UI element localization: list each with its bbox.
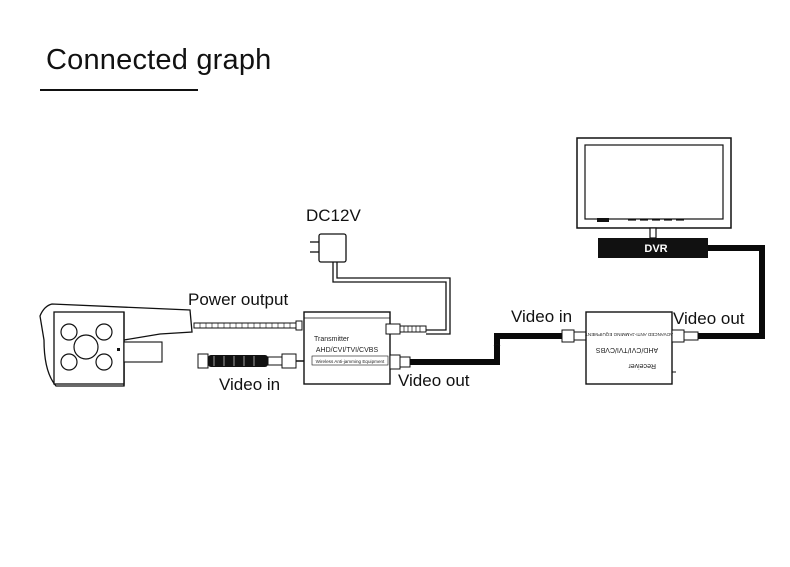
- bullet-camera: [39, 303, 193, 387]
- transmitter-video-out-label: Video out: [398, 371, 470, 390]
- page-title: Connected graph: [46, 44, 272, 76]
- dvr-label: DVR: [644, 243, 667, 255]
- transmitter-formats: AHD/CVI/TVI/CVBS: [316, 347, 379, 354]
- transmitter-subtitle: Wireless Anti-jamming Equipment: [316, 359, 385, 364]
- receiver-video-out-label: Video out: [673, 309, 745, 328]
- power-output-label: Power output: [188, 290, 289, 309]
- receiver-subtitle: ADVANCED ANTI-JAMMING EQUIPMENT: [585, 332, 673, 337]
- video-link-cable: [410, 333, 562, 365]
- power-output-cable: [193, 320, 303, 331]
- video-input-cable: [197, 353, 304, 369]
- dc-power-adapter: [310, 233, 347, 263]
- receiver-name: Receiver: [628, 362, 656, 369]
- transmitter-unit: [303, 311, 427, 385]
- video-output-cable: [698, 245, 765, 339]
- dvr-unit: [598, 238, 708, 258]
- receiver-formats: AHD/CVI/TVI/CVBS: [596, 346, 659, 353]
- title-underline: [40, 89, 198, 91]
- dc12v-label: DC12V: [306, 206, 361, 225]
- transmitter-name: Transmitter: [314, 336, 350, 343]
- monitor: [576, 137, 732, 239]
- camera-video-in-label: Video in: [219, 375, 281, 394]
- receiver-video-in-label: Video in: [511, 307, 573, 326]
- receiver-unit: [561, 311, 699, 385]
- dc-power-cable: [332, 262, 447, 331]
